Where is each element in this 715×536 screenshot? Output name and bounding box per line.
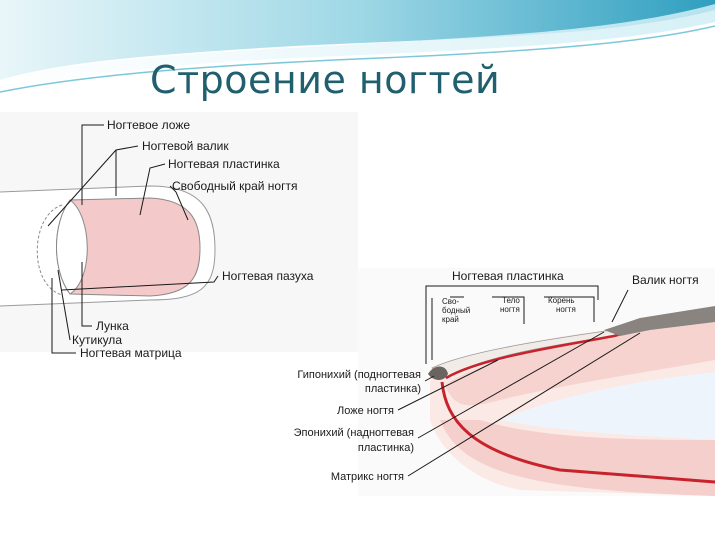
label-free-edge-1: Сво- — [442, 297, 459, 306]
label-lunula: Лунка — [96, 319, 129, 333]
page-title: Строение ногтей — [150, 58, 501, 102]
label-hyponychium-1: Гипонихий (подногтевая — [297, 369, 421, 381]
label-nail-wall: Валик ногтя — [632, 273, 699, 287]
header-wave-banner — [0, 0, 715, 93]
nail-top-view: Ногтевое ложе Ногтевой валик Ногтевая пл… — [0, 112, 358, 360]
label-nail-root-2: ногтя — [556, 305, 576, 314]
label-nail-body-1: Тело — [502, 296, 520, 305]
label-hyponychium-2: пластинка) — [365, 383, 421, 395]
label-nail-bed-side: Ложе ногтя — [337, 405, 394, 417]
label-nail-plate-side: Ногтевая пластинка — [452, 269, 564, 283]
label-free-edge: Свободный край ногтя — [172, 179, 297, 193]
label-nail-root-1: Корень — [548, 296, 575, 305]
label-nail-matrix-side: Матрикс ногтя — [331, 471, 404, 483]
label-free-edge-3: край — [442, 315, 459, 324]
label-nail-sinus: Ногтевая пазуха — [222, 269, 314, 283]
label-free-edge-2: бодный — [442, 306, 470, 315]
label-cuticle: Кутикула — [72, 333, 122, 347]
label-nail-matrix: Ногтевая матрица — [80, 346, 182, 360]
label-eponychium-1: Эпонихий (надногтевая — [294, 427, 414, 439]
label-nail-plate: Ногтевая пластинка — [168, 157, 280, 171]
label-eponychium-2: пластинка) — [358, 442, 414, 454]
nail-side-view: Ногтевая пластинка Валик ногтя Сво- бодн… — [294, 268, 715, 496]
label-nail-fold: Ногтевой валик — [142, 139, 229, 153]
label-nail-body-2: ногтя — [500, 305, 520, 314]
label-nail-bed: Ногтевое ложе — [107, 118, 190, 132]
